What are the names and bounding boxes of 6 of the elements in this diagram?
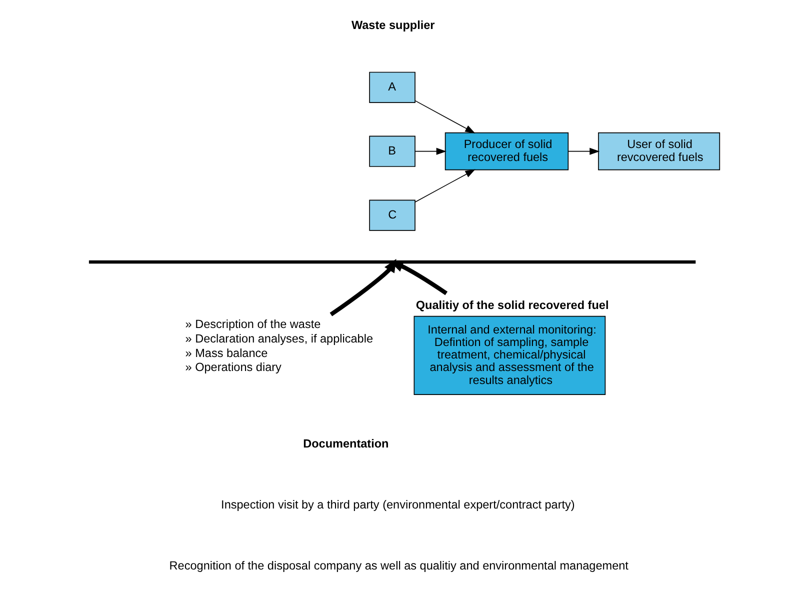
label: Waste supplier (350, 19, 434, 32)
node-label: Qualitiy of the solid recovered fuel (415, 298, 608, 312)
label: Recognition of the disposal company as well as qualitiy and environmental management (168, 559, 628, 572)
label: Inspection visit by a third party (environmental expert/contract party) (220, 498, 574, 512)
label: Documentation (302, 437, 388, 450)
node-text: » Description of the waste » Declaration analyses, if applicable » Mass balance » Operations diary (184, 318, 373, 374)
